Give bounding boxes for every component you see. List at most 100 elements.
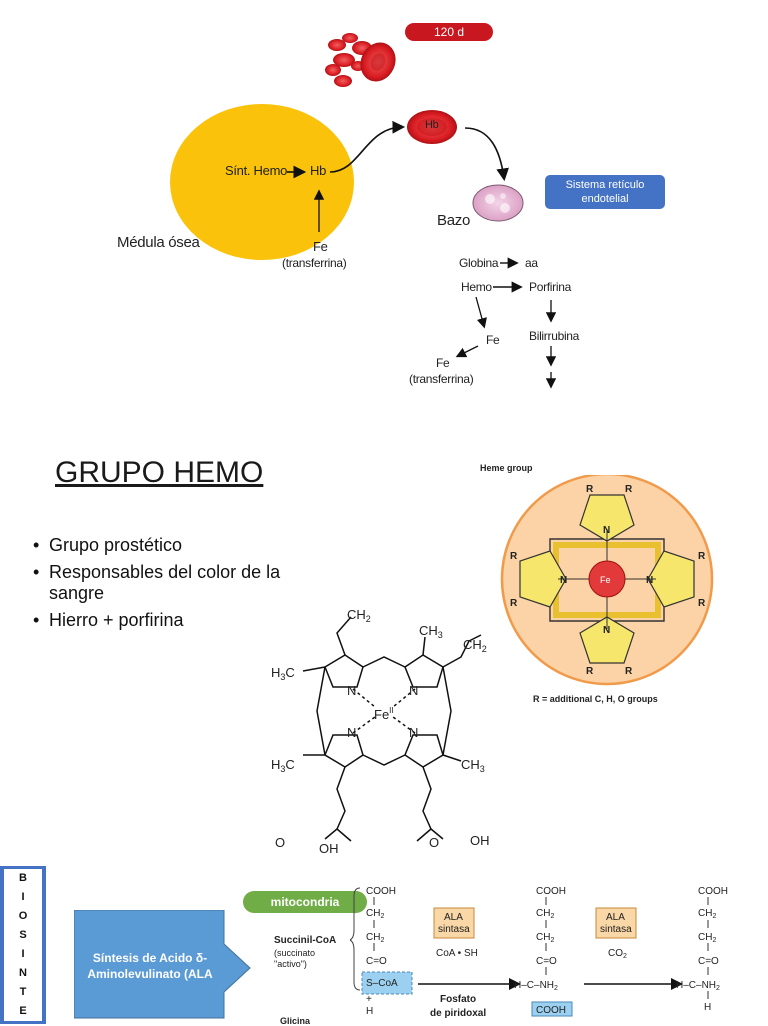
bullet-item: Hierro + porfirina [33, 610, 303, 631]
heme-label: Hemo [461, 280, 492, 294]
letter: S [19, 929, 27, 941]
svg-text:H3C: H3C [271, 665, 295, 682]
svg-text:Fosfato: Fosfato [440, 994, 476, 1005]
bullet-item: Grupo prostético [33, 535, 303, 556]
svg-text:COOH: COOH [698, 886, 728, 897]
svg-text:R: R [625, 484, 633, 495]
bone-marrow-shape [170, 104, 354, 260]
letter: B [19, 872, 27, 884]
svg-text:R: R [510, 551, 518, 562]
fe-recycled-label: Fe [436, 356, 450, 370]
svg-text:R: R [586, 666, 594, 677]
bone-marrow-label: Médula ósea [117, 234, 200, 251]
svg-text:OH: OH [319, 841, 339, 856]
lifespan-badge: 120 d [405, 23, 493, 41]
svg-text:N: N [560, 575, 567, 586]
heme-group-schematic: R R R R R R R R N N N N Fe [500, 475, 714, 686]
bullet-item: Responsables del color de la sangre [33, 562, 303, 604]
bullet-list: Grupo prostético Responsables del color … [33, 535, 303, 637]
svg-text:R: R [510, 598, 518, 609]
ala-reaction-scheme: COOH CH2 CH2 C=O S–CoA + H ALA sintasa C… [350, 886, 728, 1019]
svg-text:C=O: C=O [698, 956, 719, 967]
hb-marrow-label: Hb [310, 163, 327, 178]
bilirubin-label: Bilirrubina [529, 329, 580, 343]
fe-source-label: Fe [313, 239, 328, 254]
vertical-letters: B I O S I N T E [4, 869, 42, 1021]
svg-text:FeII: FeII [374, 706, 394, 722]
svg-text:C=O: C=O [536, 956, 557, 967]
svg-text:H–C–NH2: H–C–NH2 [676, 980, 720, 992]
svg-text:H3C: H3C [271, 757, 295, 774]
heme-synthesis-label: Sínt. Hemo [225, 163, 288, 178]
svg-text:CH2: CH2 [463, 637, 487, 654]
fe-recycled-sub-label: (transferrina) [409, 372, 474, 386]
spleen-label: Bazo [437, 212, 470, 229]
synthesis-arrow-box [74, 910, 251, 1019]
svg-text:CH3: CH3 [461, 757, 485, 774]
svg-text:ALA: ALA [606, 912, 625, 923]
synthesis-label: Síntesis de Acido δ-Aminolevulinato (ALA [87, 951, 213, 981]
svg-text:N: N [347, 725, 356, 740]
svg-text:CoA • SH: CoA • SH [436, 948, 478, 959]
porphyrin-label: Porfirina [529, 280, 571, 294]
glycine-label: Glicina [280, 1016, 311, 1026]
globin-label: Globina [459, 256, 499, 270]
letter: N [19, 967, 27, 979]
letter: T [19, 986, 27, 998]
svg-text:S–CoA: S–CoA [366, 978, 398, 989]
reticulo-system-box: Sistema retículo endotelial [545, 175, 665, 209]
heme-figure-title: Heme group [480, 463, 533, 473]
svg-text:N: N [409, 683, 418, 698]
svg-text:Fe: Fe [600, 575, 611, 585]
svg-text:CH2: CH2 [366, 908, 384, 920]
succinyl-note: (succinato "activo") [274, 948, 316, 969]
amino-acids-label: aa [525, 256, 538, 270]
svg-text:O: O [275, 835, 285, 850]
svg-text:sintasa: sintasa [600, 924, 632, 935]
succinyl-coa-label: Succinil-CoA [274, 935, 337, 946]
svg-text:OH: OH [470, 833, 490, 848]
svg-text:C=O: C=O [366, 956, 387, 967]
heme-chemical-structure: CH2 CH3 CH2 H3C H3C CH3 N N N N FeII O O… [271, 607, 490, 856]
heme-caption: R = additional C, H, O groups [533, 694, 658, 704]
letter: I [21, 948, 25, 960]
svg-text:COOH: COOH [536, 1005, 566, 1016]
svg-text:CH2: CH2 [347, 607, 371, 624]
svg-text:CO2: CO2 [608, 948, 627, 960]
svg-text:N: N [646, 575, 653, 586]
svg-text:H–C–NH2: H–C–NH2 [514, 980, 558, 992]
svg-text:H: H [366, 1006, 373, 1017]
svg-text:N: N [409, 725, 418, 740]
svg-text:CH2: CH2 [366, 932, 384, 944]
svg-text:COOH: COOH [366, 886, 396, 897]
svg-text:ALA: ALA [444, 912, 463, 923]
svg-text:O: O [429, 835, 439, 850]
hb-circulating-label: Hb [425, 119, 439, 131]
page-title: GRUPO HEMO [55, 456, 264, 489]
red-blood-cells-icon [325, 33, 396, 87]
svg-text:N: N [347, 683, 356, 698]
svg-text:CH2: CH2 [698, 932, 716, 944]
letter: I [21, 891, 25, 903]
svg-text:R: R [698, 551, 706, 562]
svg-text:sintasa: sintasa [438, 924, 470, 935]
letter: O [18, 910, 28, 922]
svg-text:N: N [603, 525, 610, 536]
svg-text:CH2: CH2 [536, 908, 554, 920]
svg-text:R: R [625, 666, 633, 677]
fe-source-sub-label: (transferrina) [282, 256, 347, 270]
svg-text:H: H [704, 1002, 711, 1013]
red-cell-cycle-diagram [170, 33, 557, 389]
svg-text:R: R [586, 484, 594, 495]
svg-text:N: N [603, 625, 610, 636]
letter: E [19, 1005, 27, 1017]
svg-text:COOH: COOH [536, 886, 566, 897]
fe-released-label: Fe [486, 333, 500, 347]
svg-text:+: + [366, 994, 372, 1005]
svg-text:CH3: CH3 [419, 623, 443, 640]
svg-text:CH2: CH2 [698, 908, 716, 920]
svg-text:R: R [698, 598, 706, 609]
spleen-icon [472, 184, 524, 222]
svg-text:CH2: CH2 [536, 932, 554, 944]
svg-text:de piridoxal: de piridoxal [430, 1008, 486, 1019]
